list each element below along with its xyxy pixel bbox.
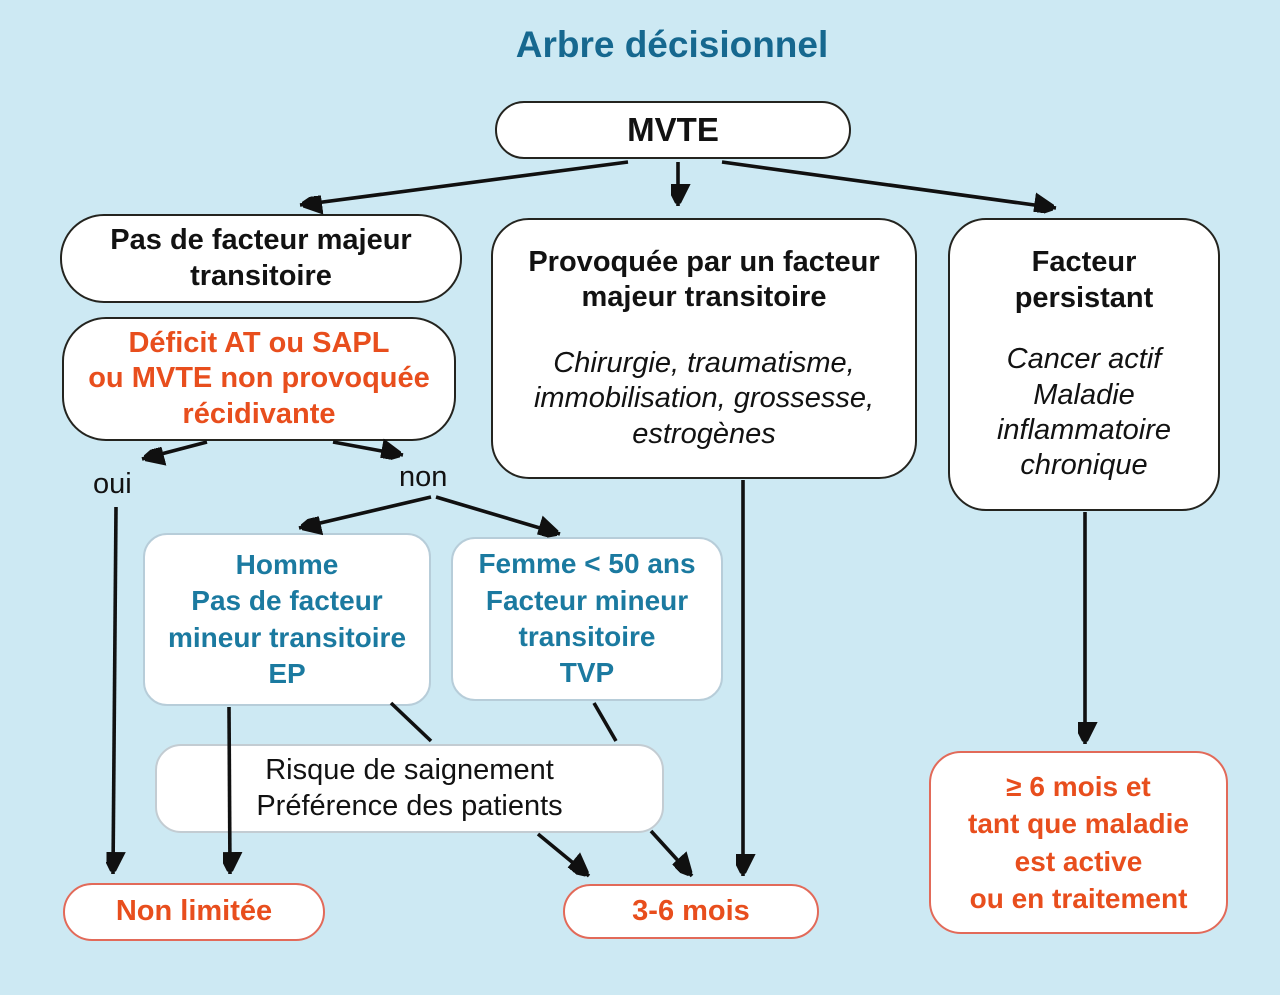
homme-line3: mineur transitoire [167,621,407,653]
node-non-limitee: Non limitée [63,883,325,941]
femme-line3: transitoire [518,621,656,652]
arrow-mvte-to-no-major [299,160,629,205]
node-3-6-mois: 3-6 mois [563,884,819,939]
arrow-risque-to-3-6-mois-left [536,832,589,876]
deficit-line2: ou MVTE non provoquée [88,362,430,395]
3-6-mois-label: 3-6 mois [632,894,750,927]
line-femme-to-risque [592,702,618,742]
provoked-detail-line2: immobilisation, grossesse, [533,382,875,415]
homme-line2: Pas de facteur [191,585,383,617]
node-persistent: Facteur persistant Cancer actif Maladie … [948,218,1220,511]
arrow-non-to-homme [298,495,432,528]
6-mois-line4: ou en traitement [969,882,1188,914]
edge-label-oui: oui [93,468,132,500]
non-limitee-label: Non limitée [115,895,273,928]
edge-label-non: non [399,461,448,493]
no-major-factor-line1: Pas de facteur majeur [110,224,412,257]
6-mois-line1: ≥ 6 mois et [1006,771,1151,803]
risque-line1: Risque de saignement [265,754,554,787]
node-deficit: Déficit AT ou SAPL ou MVTE non provoquée… [62,317,456,441]
deficit-line3: récidivante [182,397,336,430]
persistent-detail-line4: chronique [1020,449,1148,482]
femme-line2: Facteur mineur [485,584,689,616]
persistent-title-line1: Facteur [1031,246,1137,279]
node-homme: Homme Pas de facteur mineur transitoire … [143,533,431,706]
node-no-major-factor: Pas de facteur majeur transitoire [60,214,462,303]
arrow-mvte-to-persistent [721,160,1057,208]
no-major-factor-line2: transitoire [190,259,332,292]
provoked-detail-line1: Chirurgie, traumatisme, [553,346,855,379]
node-risque: Risque de saignement Préférence des pati… [155,744,664,833]
6-mois-line3: est active [1014,845,1143,877]
arrow-risque-to-3-6-mois-right [649,829,692,876]
persistent-detail-line1: Cancer actif [1006,343,1162,376]
persistent-detail-line3: inflammatoire [996,413,1172,446]
provoked-title-line1: Provoquée par un facteur [528,246,880,279]
page-title: Arbre décisionnel [515,24,829,65]
arrow-oui-to-non-limitee [113,506,116,875]
node-femme: Femme < 50 ans Facteur mineur transitoir… [451,537,723,701]
arrow-deficit-to-non [332,442,404,455]
femme-line1: Femme < 50 ans [478,548,696,580]
arrow-deficit-to-oui [141,440,208,459]
deficit-line1: Déficit AT ou SAPL [128,326,390,359]
homme-line1: Homme [235,548,339,580]
persistent-detail-line2: Maladie [1033,378,1135,411]
risque-line2: Préférence des patients [256,789,563,822]
line-homme-to-risque [389,701,433,743]
6-mois-line2: tant que maladie [968,808,1189,840]
node-6-mois-plus: ≥ 6 mois et tant que maladie est active … [929,751,1228,934]
node-mvte: MVTE [495,101,851,159]
femme-line4: TVP [559,657,615,689]
arrow-non-to-femme [435,495,560,534]
node-provoked: Provoquée par un facteur majeur transito… [491,218,917,479]
provoked-title-line2: majeur transitoire [581,281,827,314]
homme-line4: EP [268,657,306,689]
node-mvte-label: MVTE [627,110,719,148]
provoked-detail-line3: estrogènes [632,417,776,450]
persistent-title-line2: persistant [1014,281,1154,314]
